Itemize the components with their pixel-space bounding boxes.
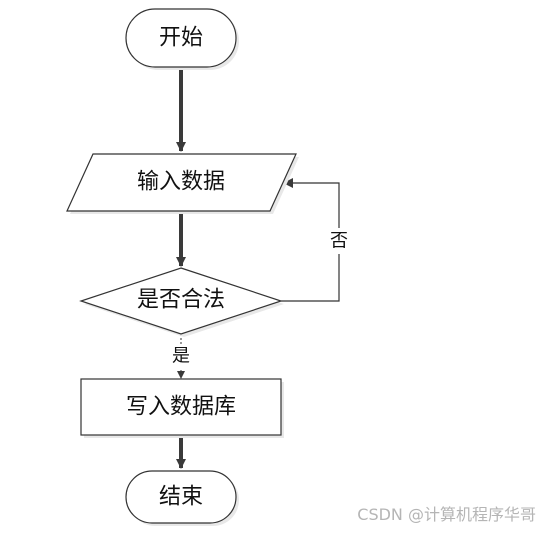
node-write: 写入数据库 <box>80 378 284 438</box>
node-start-label: 开始 <box>159 26 203 51</box>
edge-label-yes: 是 <box>172 346 190 367</box>
node-input-label: 输入数据 <box>137 170 225 195</box>
node-input: 输入数据 <box>66 153 299 214</box>
watermark-text: CSDN @计算机程序华哥 <box>357 505 536 524</box>
node-start: 开始 <box>125 8 239 70</box>
node-write-label: 写入数据库 <box>126 395 236 420</box>
node-decision: 是否合法 <box>79 267 284 337</box>
node-end: 结束 <box>125 470 239 526</box>
node-end-label: 结束 <box>159 485 203 510</box>
node-decision-label: 是否合法 <box>137 288 225 313</box>
edge-label-no: 否 <box>330 231 348 252</box>
